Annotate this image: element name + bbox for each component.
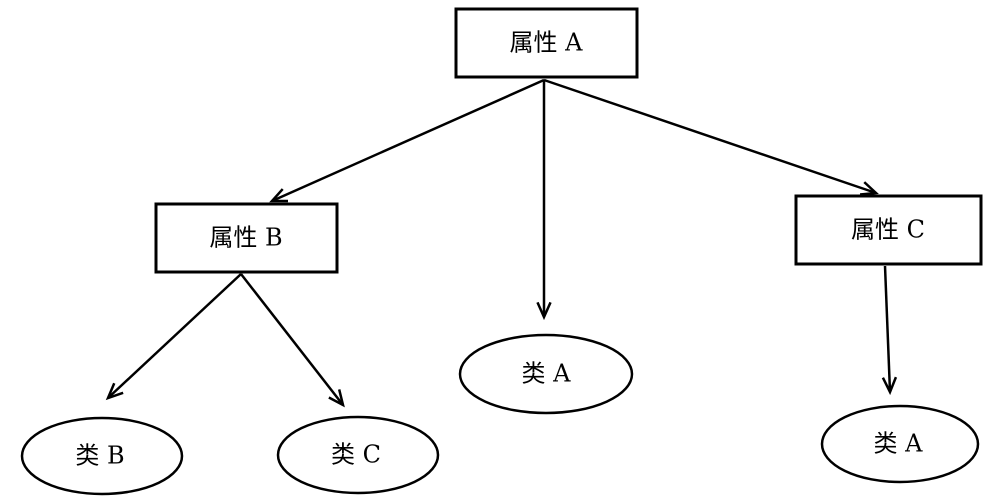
edge-line xyxy=(543,78,877,195)
arrowhead-icon xyxy=(859,181,879,196)
edge-attr-b-to-class-b xyxy=(105,273,242,401)
arrowhead-icon xyxy=(881,376,898,396)
node-class-a-right: 类 A xyxy=(820,404,980,484)
node-attr-c: 属性 C xyxy=(794,194,983,266)
node-class-a-mid: 类 A xyxy=(458,333,634,415)
edge-attr-b-to-class-c xyxy=(240,273,345,408)
edges-layer xyxy=(105,78,898,408)
arrowhead-icon xyxy=(536,301,552,321)
node-attr-b: 属性 B xyxy=(154,202,339,274)
node-class-b-label: 类 B xyxy=(75,442,124,470)
arrowhead-icon xyxy=(105,382,124,401)
edge-attr-a-to-attr-c xyxy=(543,78,879,196)
node-class-c: 类 C xyxy=(276,415,440,495)
edge-attr-a-to-class-a-mid xyxy=(536,80,552,321)
edge-line xyxy=(107,273,242,399)
node-class-a-mid-label: 类 A xyxy=(522,360,572,388)
node-class-c-label: 类 C xyxy=(331,441,381,469)
arrowhead-icon xyxy=(269,188,289,203)
node-class-b: 类 B xyxy=(20,416,184,496)
edge-attr-a-to-attr-b xyxy=(269,78,545,203)
edge-line xyxy=(240,273,344,406)
node-attr-b-label: 属性 B xyxy=(209,224,282,252)
node-attr-a: 属性 A xyxy=(454,7,639,79)
arrowhead-icon xyxy=(328,389,345,408)
edge-line xyxy=(271,78,545,203)
node-attr-a-label: 属性 A xyxy=(510,29,584,57)
edge-attr-c-to-class-a-right xyxy=(881,265,898,396)
node-attr-c-label: 属性 C xyxy=(851,216,925,244)
edge-line xyxy=(883,265,892,393)
node-class-a-right-label: 类 A xyxy=(874,430,924,458)
